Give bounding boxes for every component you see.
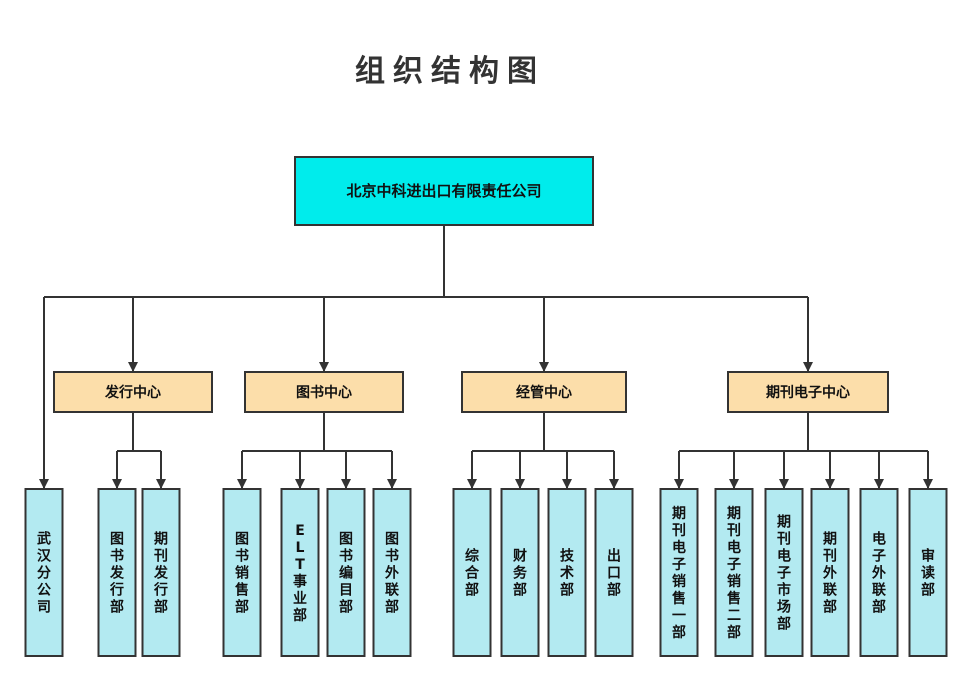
dept-node-2-1-label: 财务部	[512, 548, 528, 599]
dept-direct-0-box	[24, 488, 64, 657]
dept-node-3-3-label: 期刊外联部	[823, 532, 838, 616]
arrow-head	[387, 479, 397, 489]
arrow-head	[825, 479, 835, 489]
center-node-3-box	[727, 371, 889, 413]
center-node-1: 图书中心	[244, 371, 404, 413]
arrow-head	[874, 479, 884, 489]
dept-direct-0: 武汉分公司	[24, 488, 64, 657]
arrow-head	[539, 362, 549, 372]
arrow-head	[237, 479, 247, 489]
dept-node-0-0: 图书发行部	[97, 488, 137, 657]
dept-node-3-1-label: 期刊电子销售二部	[726, 506, 741, 641]
diagram-title: 组织结构图	[355, 54, 545, 89]
dept-node-1-0-box	[222, 488, 262, 657]
dept-node-1-2-box	[326, 488, 366, 657]
dept-node-0-1-box	[141, 488, 181, 657]
arrow-head	[341, 479, 351, 489]
dept-node-2-2: 技术部	[547, 488, 587, 657]
dept-node-3-5: 审读部	[908, 488, 948, 657]
arrow-head	[156, 479, 166, 489]
arrow-head	[112, 479, 122, 489]
dept-node-1-3: 图书外联部	[372, 488, 412, 657]
arrow-head	[609, 479, 619, 489]
dept-node-3-4-label: 电子外联部	[872, 531, 887, 616]
center-node-1-label: 图书中心	[296, 384, 352, 401]
dept-node-1-3-label: 图书外联部	[385, 532, 400, 616]
arrow-head	[674, 479, 684, 489]
dept-node-3-3-box	[810, 488, 850, 657]
dept-direct-0-label: 武汉分公司	[37, 531, 52, 616]
dept-node-2-1: 财务部	[500, 488, 540, 657]
dept-node-1-2: 图书编目部	[326, 488, 366, 657]
arrow-head	[128, 362, 138, 372]
dept-node-3-4-box	[859, 488, 899, 657]
center-node-2-label: 经管中心	[516, 384, 572, 401]
dept-node-3-0-box	[659, 488, 699, 657]
arrow-head	[729, 479, 739, 489]
center-node-0-label: 发行中心	[104, 384, 161, 401]
dept-node-2-3-label: 出口部	[607, 548, 621, 599]
dept-node-1-0: 图书销售部	[222, 488, 262, 657]
dept-node-2-1-box	[500, 488, 540, 657]
dept-node-3-2-box	[764, 488, 804, 657]
dept-node-1-0-label: 图书销售部	[234, 532, 249, 616]
arrow-head	[319, 362, 329, 372]
root-node: 北京中科进出口有限责任公司	[294, 156, 594, 226]
dept-node-3-5-box	[908, 488, 948, 657]
center-node-2: 经管中心	[461, 371, 627, 413]
dept-node-2-2-box	[547, 488, 587, 657]
dept-node-2-3: 出口部	[594, 488, 634, 657]
dept-node-1-1-box	[280, 488, 320, 657]
arrow-head	[467, 479, 477, 489]
root-node-label: 北京中科进出口有限责任公司	[346, 182, 541, 200]
center-node-2-box	[461, 371, 627, 413]
dept-node-1-3-box	[372, 488, 412, 657]
center-node-3-label: 期刊电子中心	[766, 384, 850, 401]
dept-node-3-2: 期刊电子市场部	[764, 488, 804, 657]
dept-node-3-0: 期刊电子销售一部	[659, 488, 699, 657]
arrow-head	[923, 479, 933, 489]
dept-node-0-1: 期刊发行部	[141, 488, 181, 657]
arrow-head	[803, 362, 813, 372]
dept-node-0-0-label: 图书发行部	[109, 532, 125, 616]
arrow-head	[39, 479, 49, 489]
dept-node-2-0: 综合部	[452, 488, 492, 657]
dept-node-3-0-label: 期刊电子销售一部	[671, 506, 686, 641]
dept-node-2-0-box	[452, 488, 492, 657]
dept-node-3-3: 期刊外联部	[810, 488, 850, 657]
root-node-box	[294, 156, 594, 226]
center-node-0: 发行中心	[53, 371, 213, 413]
dept-node-3-2-label: 期刊电子市场部	[777, 515, 791, 633]
arrow-head	[779, 479, 789, 489]
dept-node-2-0-label: 综合部	[465, 548, 480, 599]
dept-node-1-2-label: 图书编目部	[339, 532, 353, 616]
dept-node-0-0-box	[97, 488, 137, 657]
dept-node-2-2-label: 技术部	[560, 548, 575, 599]
arrow-head	[295, 479, 305, 489]
connectors	[39, 225, 933, 489]
center-node-1-box	[244, 371, 404, 413]
center-node-0-box	[53, 371, 213, 413]
center-node-3: 期刊电子中心	[727, 371, 889, 413]
dept-node-2-3-box	[594, 488, 634, 657]
arrow-head	[562, 479, 572, 489]
arrow-head	[515, 479, 525, 489]
dept-node-3-1-box	[714, 488, 754, 657]
dept-node-3-5-label: 审读部	[921, 548, 935, 599]
dept-node-3-1: 期刊电子销售二部	[714, 488, 754, 657]
dept-node-0-1-label: 期刊发行部	[153, 532, 169, 616]
dept-node-3-4: 电子外联部	[859, 488, 899, 657]
